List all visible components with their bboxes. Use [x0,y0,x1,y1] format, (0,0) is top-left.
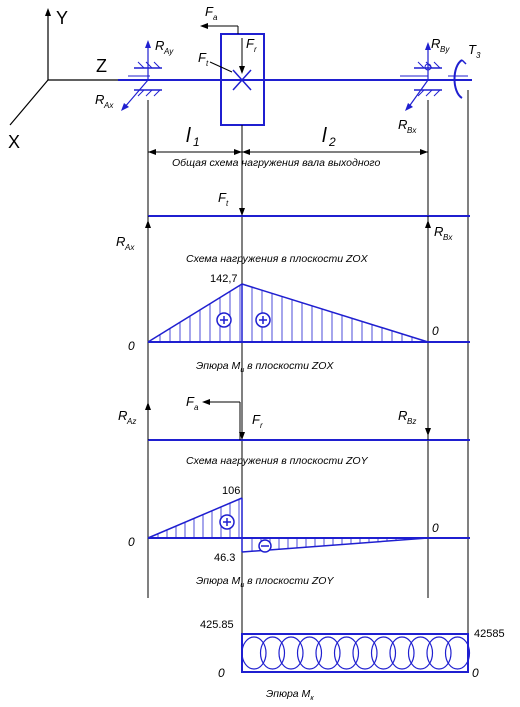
label-t3-sub: 3 [476,51,481,60]
zox-zero-right: 0 [432,324,439,338]
label-ray-sub: Ay [163,47,174,56]
caption-scheme-zoy: Схема нагружения в плоскости ZOY [186,455,369,467]
label-l1-sub: 1 [193,135,200,149]
mk-loop [370,636,397,670]
mk-loop [315,636,341,670]
zoy-label-fa-sub: a [194,403,199,412]
label-rbx-sub: Bx [407,126,417,135]
zox-load-scheme: F t R Ax R Bx Схема нагружения в плоскос… [116,190,470,265]
mk-loop [241,636,267,670]
caption-epure-mk: Эпюра Мк [266,688,314,702]
mk-loop [444,636,471,670]
label-l2-sub: 2 [328,135,336,149]
mk-loops [241,636,471,670]
zox-label-ft: F [218,190,227,205]
mk-loop [278,636,304,670]
zoy-zero-right: 0 [432,521,439,535]
mk-zero-right: 0 [472,666,479,680]
label-fa: F [205,4,214,19]
label-l1: l [186,125,191,147]
caption-general: Общая схема нагружения вала выходного [172,157,380,169]
zox-label-ft-sub: t [226,199,229,208]
mk-right-value: 42585 [474,628,505,640]
zoy-label-fa: F [186,394,195,409]
label-ft: F [198,50,207,65]
mk-loop [352,636,378,670]
zoy-hatch [157,499,424,552]
label-rbx: R [398,117,407,132]
torque-epure: 425.85 42585 0 0 Эпюра Мк [200,619,505,702]
axis-z-label: Z [96,56,107,76]
mk-loop [259,636,286,670]
span-dimensions: l 1 l 2 Общая схема нагружения вала выхо… [148,125,428,169]
zoy-moment-epure: 106 46.3 0 0 Эпюра Ми в плоскости ZOY [128,485,470,589]
zox-peak-value: 142,7 [210,273,238,285]
zoy-peak-top-value: 106 [222,485,240,497]
zoy-label-raz: R [118,408,127,423]
zoy-label-rbz-sub: Bz [407,417,416,426]
label-ray: R [155,38,164,53]
label-ft-sub: t [206,59,209,68]
label-t3: T [468,42,477,57]
zoy-label-fr: F [252,412,261,427]
label-l2: l [322,125,327,147]
zox-zero-left: 0 [128,339,135,353]
mk-loop [426,636,452,670]
caption-epure-zox: Эпюра Ми в плоскости ZOX [196,360,334,374]
zoy-label-fr-sub: r [260,421,263,430]
label-rby-sub: By [440,45,450,54]
label-fr: F [246,36,255,51]
label-rax-sub: Ax [103,101,114,110]
zoy-label-raz-sub: Az [126,417,136,426]
mk-left-value: 425.85 [200,619,234,631]
zox-moment-epure: 142,7 0 0 Эпюра Ми в плоскости ZOX [128,273,470,374]
coordinate-axes: Y Z X [8,8,118,152]
mk-loop [333,636,360,670]
zoy-zero-left: 0 [128,535,135,549]
caption-epure-zoy: Эпюра Ми в плоскости ZOY [196,575,334,589]
label-fa-sub: a [213,13,218,22]
torque-icon [453,59,463,99]
label-fr-sub: r [254,45,257,54]
mk-loop [389,636,415,670]
mk-loop [407,636,434,670]
axis-x-label: X [8,132,20,152]
zoy-load-scheme: F a F r R Az R Bz Схема нагружения в пло… [118,394,470,467]
mk-zero-left: 0 [218,666,225,680]
label-rby: R [431,36,440,51]
zox-label-rbx: R [434,224,443,239]
zox-hatch [159,285,423,342]
zox-label-rbx-sub: Bx [443,233,453,242]
zox-label-rax: R [116,234,125,249]
caption-scheme-zox: Схема нагружения в плоскости ZOX [186,253,369,265]
zoy-label-rbz: R [398,408,407,423]
axis-y-label: Y [56,8,68,28]
mk-loop [296,636,323,670]
zoy-peak-bottom-value: 46.3 [214,552,235,564]
label-rax: R [95,92,104,107]
general-scheme: F a F t F r T 3 R Ay R Ax R By R Bx [95,4,481,135]
zox-label-rax-sub: Ax [124,243,135,252]
